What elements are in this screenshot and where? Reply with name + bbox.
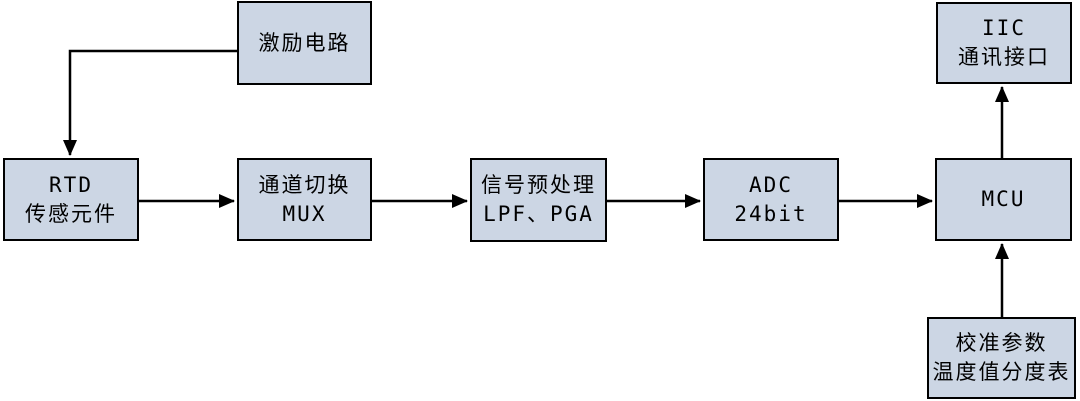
adc-block: ADC 24bit	[703, 158, 839, 241]
mcu-block: MCU	[935, 158, 1072, 241]
arrow-excitation-to-rtd	[63, 49, 237, 156]
iic-label-line1: IIC	[982, 16, 1026, 40]
rtd-label-line2: 传感元件	[25, 201, 117, 226]
adc-label-line1: ADC	[749, 172, 793, 197]
iic-label-line2: 通讯接口	[958, 45, 1050, 69]
calibration-label-line2: 温度值分度表	[932, 360, 1071, 384]
rtd-label-line1: RTD	[49, 172, 93, 197]
signal-label-line2: LPF、PGA	[483, 202, 594, 226]
calibration-label-line1: 校准参数	[955, 331, 1048, 355]
mux-label-line2: MUX	[282, 201, 327, 226]
adc-label-line2: 24bit	[734, 201, 808, 226]
mux-label-line1: 通道切换	[258, 172, 351, 197]
channel-mux-block: 通道切换 MUX	[237, 158, 372, 241]
iic-interface-block: IIC 通讯接口	[936, 2, 1072, 84]
rtd-sensor-block: RTD 传感元件	[3, 158, 139, 241]
calibration-table-block: 校准参数 温度值分度表	[927, 317, 1076, 399]
excitation-circuit-block: 激励电路	[237, 1, 372, 85]
excitation-circuit-label: 激励电路	[258, 30, 351, 55]
mcu-label: MCU	[981, 187, 1026, 211]
signal-preprocessing-block: 信号预处理 LPF、PGA	[470, 158, 607, 242]
signal-label-line1: 信号预处理	[481, 173, 596, 197]
